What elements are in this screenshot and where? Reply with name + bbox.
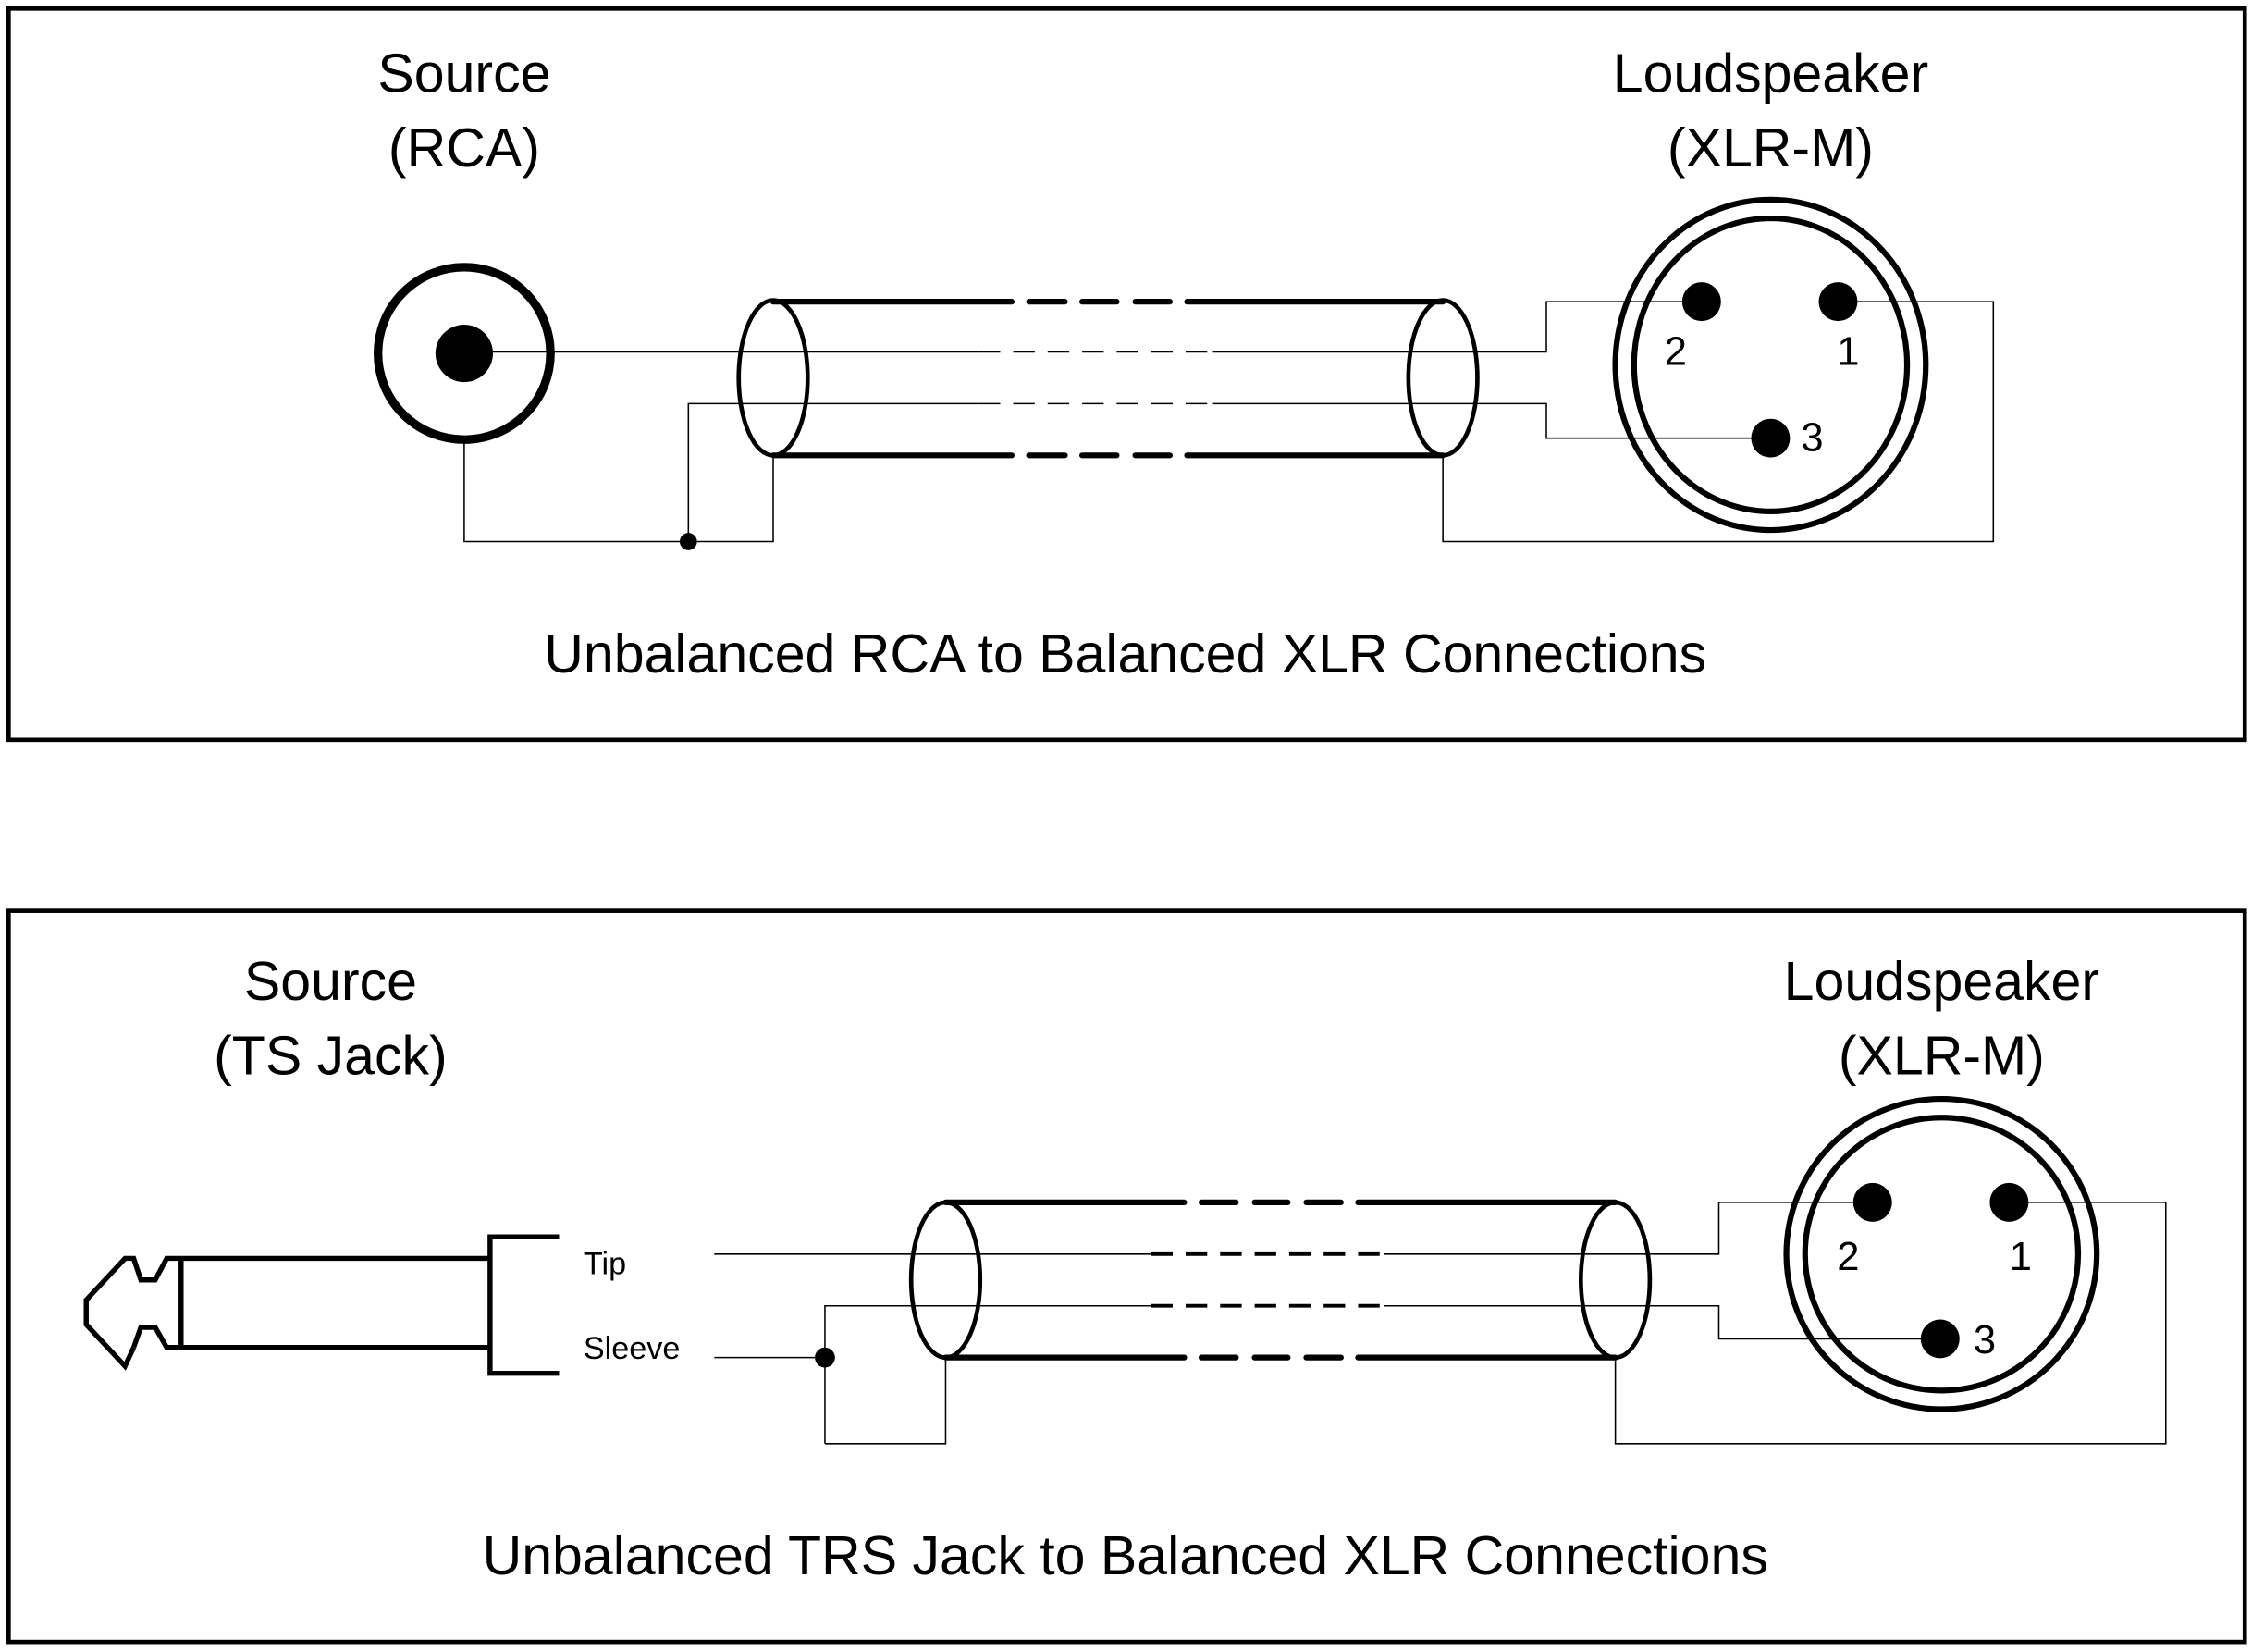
sleeve-terminal-label: Sleeve — [584, 1331, 680, 1366]
pin-3-label: 3 — [1974, 1318, 1996, 1362]
wire-rca-ground — [463, 439, 774, 543]
diagram-caption: Unbalanced TRS Jack to Balanced XLR Conn… — [483, 1525, 1768, 1586]
pin-3-label: 3 — [1801, 416, 1823, 461]
wires — [714, 1202, 2167, 1445]
panel-ts-to-xlr: Source (TS Jack) Loudspeaker (XLR-M) Tip… — [6, 908, 2247, 1645]
source-title: Source — [377, 43, 550, 104]
panel-rca-to-xlr: Source (RCA) Loudspeaker (XLR-M) — [6, 6, 2247, 743]
wire-shield-to-pin1 — [1442, 301, 1995, 543]
wire-return — [687, 402, 979, 542]
destination-title: Loudspeaker — [1784, 951, 2099, 1012]
cable-icon — [736, 298, 1480, 459]
xlr-pin-1 — [1989, 1182, 2029, 1222]
source-connector-label: (TS Jack) — [214, 1026, 448, 1087]
panel-frame — [6, 908, 2247, 1645]
cable-icon — [908, 1199, 1653, 1361]
wire-return-to-pin3 — [1384, 1304, 1940, 1340]
junction-dot — [680, 533, 697, 550]
wire-return-to-pin3 — [1212, 402, 1771, 439]
source-title: Source — [244, 951, 417, 1012]
wire-signal-to-pin2 — [1212, 301, 1702, 353]
xlr-pin-1 — [1818, 282, 1858, 322]
xlr-male-connector-icon — [1783, 1095, 2100, 1412]
wires — [463, 301, 1995, 550]
xlr-pin-2 — [1681, 282, 1721, 322]
pin-2-label: 2 — [1665, 329, 1687, 374]
tip-terminal-label: Tip — [584, 1247, 626, 1282]
pin-1-label: 1 — [1837, 329, 1859, 374]
wire-return — [824, 1304, 1151, 1444]
diagram-caption: Unbalanced RCA to Balanced XLR Connectio… — [544, 623, 1706, 684]
destination-connector-label: (XLR-M) — [1667, 117, 1874, 179]
wire-sleeve-to-shield — [824, 1357, 947, 1445]
pin-1-label: 1 — [2010, 1235, 2032, 1279]
xlr-pin-2 — [1852, 1182, 1892, 1222]
ts-jack-plug-icon — [83, 1234, 560, 1376]
source-connector-label: (RCA) — [388, 117, 540, 179]
destination-connector-label: (XLR-M) — [1839, 1026, 2045, 1087]
xlr-pin-3 — [1920, 1319, 1960, 1359]
pin-2-label: 2 — [1837, 1235, 1859, 1279]
xlr-male-connector-icon — [1612, 196, 1929, 534]
wire-shield-to-pin1 — [1614, 1202, 2167, 1445]
xlr-pin-3 — [1751, 418, 1791, 458]
destination-title: Loudspeaker — [1613, 43, 1928, 104]
